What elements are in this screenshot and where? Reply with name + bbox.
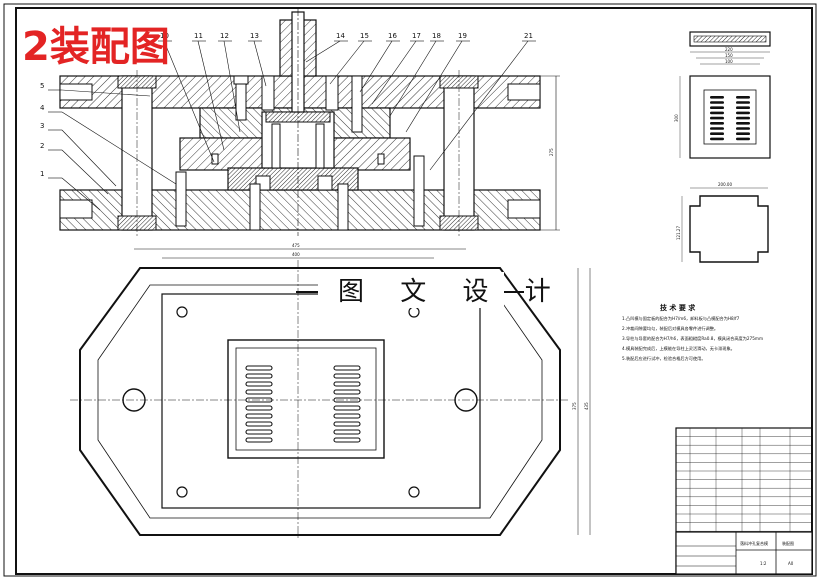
- blank-outline: [689, 195, 769, 263]
- front-section-view: 275: [59, 8, 560, 236]
- part-number-18: 18: [432, 32, 441, 40]
- requirements-title: 技 术 要 求: [660, 303, 696, 312]
- blank-width: 200.00: [718, 182, 732, 187]
- part-number-14: 14: [336, 32, 345, 40]
- plan-blank: [227, 339, 385, 459]
- requirement-line-1: 1.凸凹模与固定板的配合为H7/m6，卸料板与凸模配合为H8/f7: [622, 315, 740, 322]
- watermark-text: 图 文 设 计: [338, 277, 565, 307]
- part-number-21: 21: [524, 32, 533, 40]
- drawing-name: 装配图: [782, 540, 794, 546]
- side-dim-top: 220: [725, 47, 733, 52]
- part-views: 220 150 100 300 200.00 121.27: [674, 31, 771, 263]
- requirement-line-5: 5.装配后应进行试冲，检验合格后方可使用。: [622, 355, 706, 362]
- plan-height-outer: 435: [584, 402, 589, 410]
- title-block: 落料冲孔复合模 装配图 1:2 A0: [675, 427, 813, 575]
- drawing-caption: 2装配图: [22, 24, 170, 70]
- plan-slots: [245, 365, 361, 443]
- part-number-2: 2: [40, 142, 44, 150]
- part-number-11: 11: [194, 32, 203, 40]
- plan-die-plate: [161, 293, 481, 509]
- part-number-15: 15: [360, 32, 369, 40]
- outer-border: [3, 3, 817, 577]
- part-number-10: 10: [160, 32, 169, 40]
- part-number-13: 13: [250, 32, 259, 40]
- side-dim-mid: 100: [725, 59, 733, 64]
- plan-outline: [79, 267, 561, 536]
- requirement-line-3: 3.导柱与导套的配合为H7/h6，表面粗糙度Ra0.8，模具闭合高度为275mm: [622, 335, 763, 342]
- side-dim-height: 300: [674, 114, 679, 122]
- plan-width-inner: 400: [292, 252, 300, 257]
- drawing-sheet: A0: [788, 561, 794, 566]
- requirement-line-4: 4.模具装配完成后，上模能在导柱上灵活滑动，无卡滞现象。: [622, 345, 735, 352]
- blank-height: 121.27: [676, 226, 681, 240]
- part-number-17: 17: [412, 32, 421, 40]
- part-number-4: 4: [40, 104, 45, 112]
- part-number-12: 12: [220, 32, 229, 40]
- plan-width-outer: 475: [292, 243, 300, 248]
- part-number-5: 5: [40, 82, 44, 90]
- technical-requirements: 技 术 要 求 1.凸凹模与固定板的配合为H7/m6，卸料板与凸模配合为H8/f…: [622, 303, 763, 362]
- height-dimension: 275: [549, 148, 554, 156]
- part-number-3: 3: [40, 122, 44, 130]
- drawing-scale: 1:2: [760, 561, 767, 566]
- part-number-19: 19: [458, 32, 467, 40]
- plan-view: 475 400 375 435: [70, 243, 591, 540]
- side-dim-sub: 150: [725, 53, 733, 58]
- requirement-line-2: 2.冲裁间隙要均匀，装配后对模具各零件进行调整。: [622, 325, 718, 332]
- part-number-16: 16: [388, 32, 397, 40]
- drawing-title: 落料冲孔复合模: [740, 540, 768, 546]
- strip-layout: [689, 75, 771, 159]
- inner-border: [15, 7, 813, 575]
- plan-height-inner: 375: [572, 402, 577, 410]
- part-number-1: 1: [40, 170, 44, 178]
